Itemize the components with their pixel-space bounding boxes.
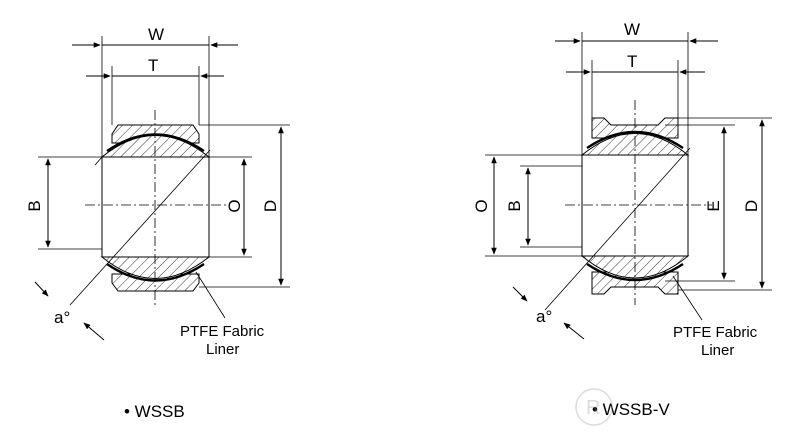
label-t: T <box>148 56 158 75</box>
label-b-v: B <box>505 200 524 211</box>
label-e-v: E <box>704 200 723 211</box>
liner-label-1: PTFE Fabric <box>180 323 265 340</box>
label-w-v: W <box>624 20 640 39</box>
watermark: R <box>575 388 613 426</box>
ball-body <box>101 156 210 258</box>
label-t-v: T <box>627 52 637 71</box>
label-d-v: D <box>742 200 761 212</box>
label-o-v: O <box>472 199 491 212</box>
caption-wssb-v: • WSSB-V <box>592 400 670 419</box>
label-o: O <box>225 199 244 212</box>
label-b: B <box>25 200 44 211</box>
wssb-drawing: W T B O D a° PTFE Fabric <box>25 25 290 421</box>
liner-label-v-2: Liner <box>701 342 734 359</box>
wssb-v-drawing: W T O B E D <box>472 20 772 419</box>
caption-wssb: • WSSB <box>124 402 185 421</box>
label-angle-v: a° <box>536 307 552 326</box>
liner-v-bottom <box>586 263 684 282</box>
liner-label-v-1: PTFE Fabric <box>673 324 758 341</box>
watermark-letter: R <box>586 397 600 419</box>
label-angle: a° <box>54 308 70 327</box>
label-w: W <box>148 25 164 44</box>
liner-label-2: Liner <box>206 341 239 358</box>
label-d: D <box>261 200 280 212</box>
ball-cap-bottom <box>100 256 211 279</box>
